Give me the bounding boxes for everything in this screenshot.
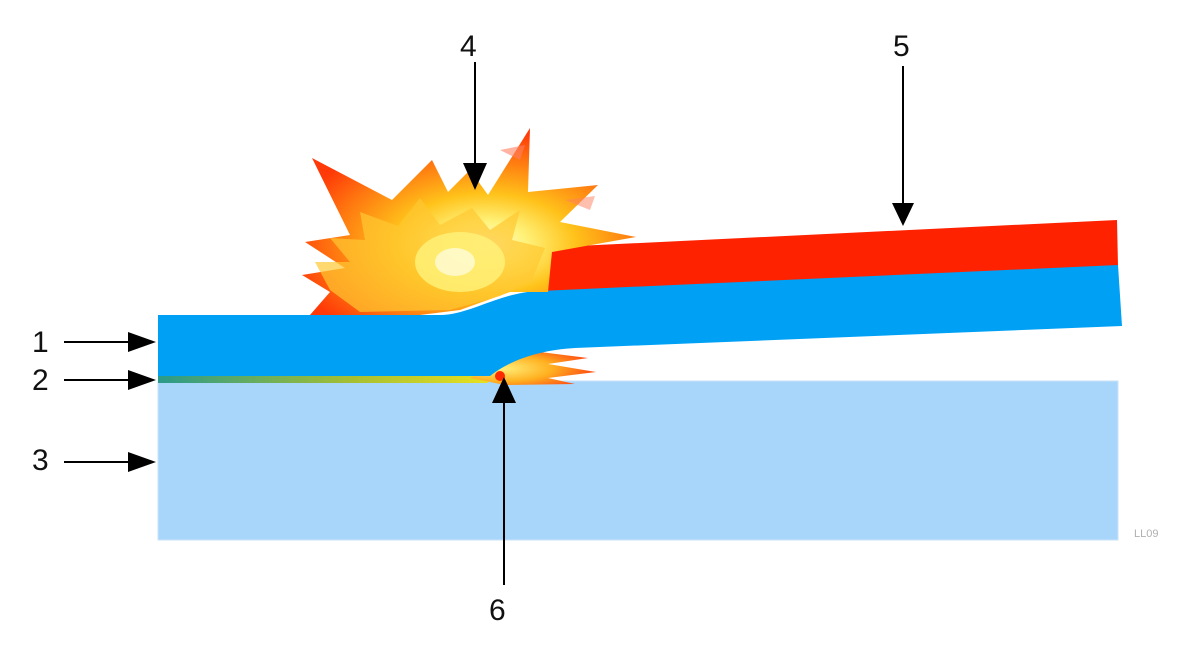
explosion-burst (302, 128, 636, 315)
label-2: 2 (32, 364, 156, 397)
explosive-layer (535, 220, 1118, 292)
label-4: 4 (460, 30, 487, 190)
svg-text:6: 6 (489, 594, 506, 627)
arrow-down-icon (892, 203, 914, 226)
weld-interface (158, 375, 488, 383)
figure-code: LL09 (1134, 528, 1158, 540)
svg-text:5: 5 (893, 30, 910, 63)
label-1: 1 (32, 326, 156, 359)
label-3: 3 (32, 444, 156, 477)
label-6: 6 (489, 377, 516, 627)
arrow-right-icon (128, 332, 156, 352)
arrow-right-icon (128, 370, 156, 390)
svg-text:3: 3 (32, 444, 49, 477)
base-plate (157, 380, 1119, 541)
arrow-right-icon (128, 452, 156, 472)
svg-text:1: 1 (32, 326, 49, 359)
label-5: 5 (892, 30, 914, 226)
flyer-plate (158, 265, 1122, 376)
svg-text:4: 4 (460, 30, 477, 63)
arrow-up-icon (492, 377, 516, 403)
svg-text:2: 2 (32, 364, 49, 397)
arrow-down-icon (463, 163, 487, 190)
